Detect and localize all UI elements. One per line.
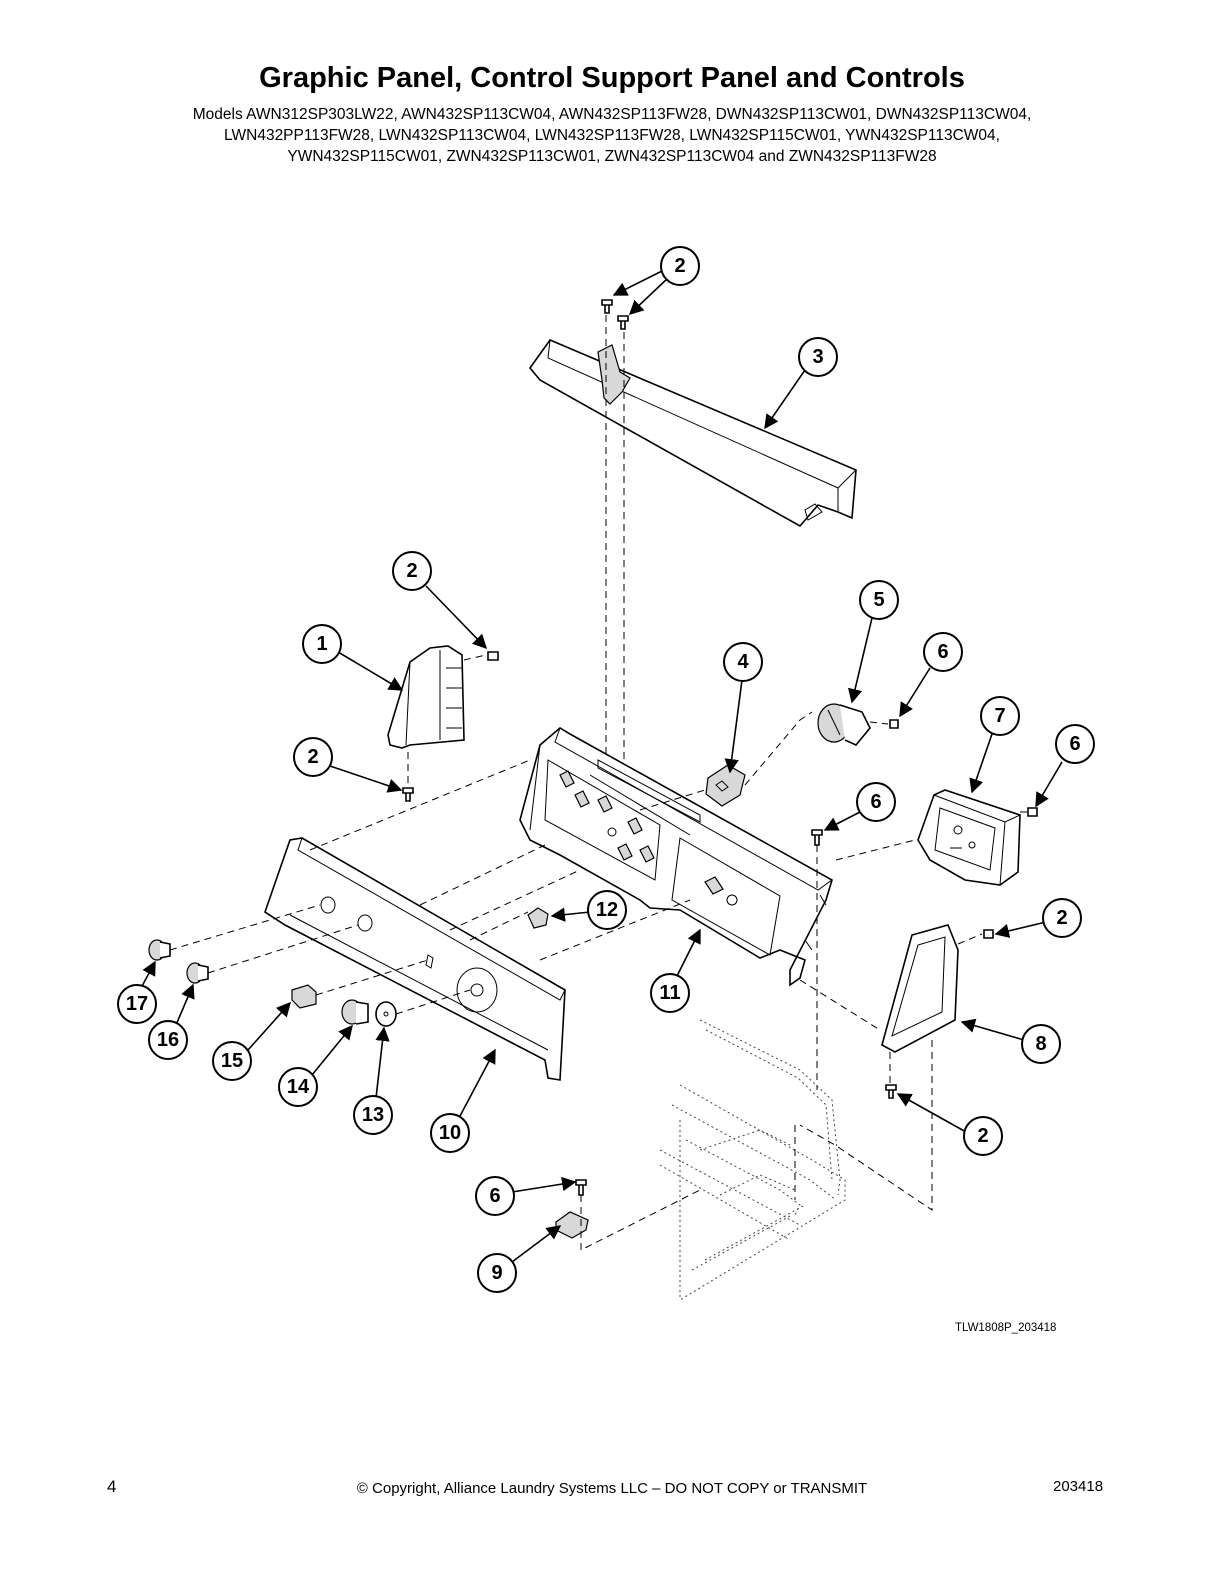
right-end-cap	[881, 924, 959, 1053]
svg-text:10: 10	[439, 1122, 461, 1144]
water-level-switch	[817, 703, 871, 746]
callout: 2	[1042, 898, 1082, 938]
svg-text:6: 6	[489, 1185, 500, 1207]
svg-text:4: 4	[737, 651, 749, 673]
callout: 7	[980, 696, 1020, 736]
knob-icon	[148, 939, 209, 984]
svg-text:13: 13	[362, 1104, 384, 1126]
svg-text:11: 11	[659, 982, 680, 1004]
screw-icon	[885, 929, 994, 1099]
svg-text:12: 12	[596, 899, 618, 921]
screw-icon	[402, 651, 499, 802]
callout: 8	[1021, 1024, 1061, 1064]
model-line: YWN432SP115CW01, ZWN432SP113CW01, ZWN432…	[287, 148, 937, 165]
callout: 10	[430, 1113, 470, 1153]
screw-icon	[1027, 807, 1038, 817]
svg-text:1: 1	[316, 633, 327, 655]
callout: 2	[293, 737, 333, 777]
svg-text:2: 2	[1056, 907, 1067, 929]
bracket-icon	[555, 1211, 589, 1239]
copyright-notice: © Copyright, Alliance Laundry Systems LL…	[356, 1480, 868, 1497]
callout: 2	[963, 1116, 1003, 1156]
drawing-id: TLW1808P_203418	[955, 1322, 1057, 1334]
callout: 14	[278, 1067, 318, 1107]
callout: 6	[1055, 724, 1095, 764]
callout: 2	[392, 551, 432, 591]
svg-text:6: 6	[1069, 733, 1080, 755]
svg-text:7: 7	[994, 705, 1005, 727]
screw-icon	[601, 299, 629, 330]
page-title: Graphic Panel, Control Support Panel and…	[259, 62, 965, 94]
left-end-cap	[387, 645, 465, 749]
svg-text:8: 8	[1035, 1033, 1046, 1055]
svg-text:6: 6	[937, 641, 948, 663]
callout: 15	[212, 1041, 252, 1081]
svg-text:15: 15	[221, 1050, 243, 1072]
rocker-switch-icon	[291, 984, 317, 1009]
cabinet-outline	[659, 1019, 846, 1301]
svg-text:2: 2	[406, 560, 417, 582]
callout: 9	[477, 1253, 517, 1293]
svg-text:2: 2	[307, 746, 318, 768]
svg-text:3: 3	[812, 346, 823, 368]
callout: 13	[353, 1095, 393, 1135]
model-line: LWN432PP113FW28, LWN432SP113CW04, LWN432…	[224, 127, 1000, 144]
callout: 3	[798, 337, 838, 377]
callout: 6	[475, 1176, 515, 1216]
model-line: Models AWN312SP303LW22, AWN432SP113CW04,…	[192, 106, 1032, 123]
callout: 11	[650, 973, 690, 1013]
graphic-panel	[264, 837, 566, 1081]
svg-text:2: 2	[674, 255, 685, 277]
dial-knob-icon	[341, 999, 397, 1027]
clip-icon	[527, 907, 549, 929]
callout: 6	[856, 782, 896, 822]
svg-text:17: 17	[126, 993, 148, 1015]
switch-component	[705, 764, 746, 807]
model-list: Models AWN312SP303LW22, AWN432SP113CW04,…	[100, 104, 1124, 167]
svg-text:6: 6	[870, 791, 881, 813]
timer-component	[917, 789, 1021, 886]
callout: 1	[302, 624, 342, 664]
document-number: 203418	[1053, 1478, 1104, 1495]
callout: 5	[859, 580, 899, 620]
callout: 2	[660, 246, 700, 286]
screw-icon	[889, 719, 899, 729]
svg-text:16: 16	[157, 1029, 179, 1051]
page-number: 4	[107, 1477, 117, 1496]
svg-text:9: 9	[491, 1262, 502, 1284]
callout: 12	[587, 890, 627, 930]
svg-text:2: 2	[977, 1125, 988, 1147]
control-support-panel	[519, 727, 833, 987]
callout: 6	[923, 632, 963, 672]
screw-icon	[811, 829, 823, 846]
screw-icon	[575, 1179, 587, 1196]
callout: 17	[117, 984, 157, 1024]
svg-text:5: 5	[873, 589, 884, 611]
callout: 16	[148, 1020, 188, 1060]
svg-text:14: 14	[287, 1076, 310, 1098]
callout: 4	[723, 642, 763, 682]
